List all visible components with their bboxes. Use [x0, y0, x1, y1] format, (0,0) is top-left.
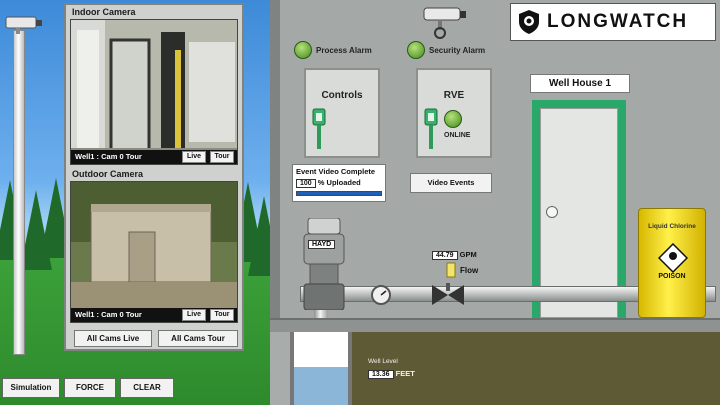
outdoor-tour-button[interactable]: Tour: [210, 309, 234, 321]
all-cams-live-button[interactable]: All Cams Live: [74, 330, 152, 347]
pressure-gauge-icon: [371, 285, 391, 305]
camera-panel: Indoor Camera Well1 : Cam 0 Tour Live To…: [64, 3, 244, 351]
main-pipe: [300, 286, 716, 302]
upload-percent-suffix: % Uploaded: [317, 178, 361, 187]
outdoor-live-button[interactable]: Live: [182, 309, 206, 321]
brand-logo: LONGWATCH: [510, 3, 716, 41]
door-knob: [546, 206, 558, 218]
well-level-label: Well Level: [368, 358, 398, 365]
all-cams-tour-button[interactable]: All Cams Tour: [158, 330, 238, 347]
upload-progress-fill: [297, 192, 381, 195]
event-video-title: Event Video Complete: [296, 167, 376, 176]
outdoor-scene: Indoor Camera Well1 : Cam 0 Tour Live To…: [0, 0, 270, 405]
event-video-panel: Event Video Complete 100 % Uploaded: [292, 164, 386, 202]
valve-icon[interactable]: [430, 283, 466, 307]
wall-edge: [270, 0, 280, 332]
chlorine-tank: Liquid Chlorine POISON: [638, 208, 706, 318]
outdoor-camera-title: Outdoor Camera: [72, 169, 144, 179]
flow-unit: GPM: [459, 250, 477, 259]
flow-value: 44.79: [432, 251, 458, 260]
indoor-live-button[interactable]: Live: [182, 151, 206, 163]
rve-cabinet-title: RVE: [443, 90, 465, 101]
controls-cabinet-title: Controls: [321, 90, 363, 101]
brand-logo-text: LONGWATCH: [547, 11, 689, 32]
tree: [248, 196, 270, 276]
indoor-tour-button[interactable]: Tour: [210, 151, 234, 163]
rve-status-text: ONLINE: [444, 132, 471, 139]
outdoor-camera-view[interactable]: Well1 : Cam 0 Tour: [70, 181, 238, 323]
well-level-unit: FEET: [395, 369, 415, 378]
security-alarm-indicator[interactable]: [407, 41, 425, 59]
well-pit: [290, 332, 352, 405]
indoor-camera-feed: [71, 20, 237, 164]
flow-readout: 44.79 GPM: [432, 250, 477, 260]
tank-label: Liquid Chlorine: [648, 223, 696, 230]
pump-brand-label: HAYD: [308, 240, 336, 249]
well-water: [294, 367, 348, 405]
well-house-label: Well House 1: [530, 74, 630, 93]
indoor-camera-view[interactable]: Well1 : Cam 0 Tour: [70, 19, 238, 165]
simulation-button[interactable]: Simulation: [2, 378, 60, 398]
process-alarm-indicator[interactable]: [294, 41, 312, 59]
well-house-building: LONGWATCH Process Alarm Security Alarm C…: [270, 0, 720, 405]
upload-percent-value: 100: [296, 179, 316, 188]
flow-label: Flow: [460, 266, 479, 275]
upload-progress-bar: [296, 191, 382, 196]
well-house-door[interactable]: [540, 108, 618, 318]
process-alarm-label: Process Alarm: [316, 46, 372, 55]
rve-cabinet[interactable]: RVE ONLINE: [416, 68, 492, 158]
outdoor-camera-feed: [71, 182, 237, 322]
controls-cabinet[interactable]: Controls: [304, 68, 380, 158]
rve-online-indicator: [444, 110, 462, 128]
security-camera-icon: [5, 16, 42, 34]
clear-button[interactable]: CLEAR: [120, 378, 174, 398]
security-camera-icon: [423, 7, 466, 39]
force-button[interactable]: FORCE: [64, 378, 116, 398]
security-alarm-label: Security Alarm: [429, 46, 486, 55]
video-events-button[interactable]: Video Events: [410, 173, 492, 193]
well-level-readout: 13.36 FEET: [368, 369, 415, 379]
hazard-diamond-icon: [658, 243, 688, 273]
pump-motor[interactable]: [300, 218, 348, 310]
tank-poison-label: POISON: [658, 273, 686, 280]
camera-pole: [13, 30, 25, 355]
basement-soil: [350, 332, 720, 405]
indoor-camera-title: Indoor Camera: [72, 7, 136, 17]
shield-icon: [519, 10, 539, 34]
flow-sensor-icon: [446, 262, 456, 278]
key-switch-icon: [312, 108, 326, 149]
key-switch-icon: [424, 108, 438, 149]
floor-slab: [270, 318, 720, 332]
well-level-value: 13.36: [368, 370, 394, 379]
